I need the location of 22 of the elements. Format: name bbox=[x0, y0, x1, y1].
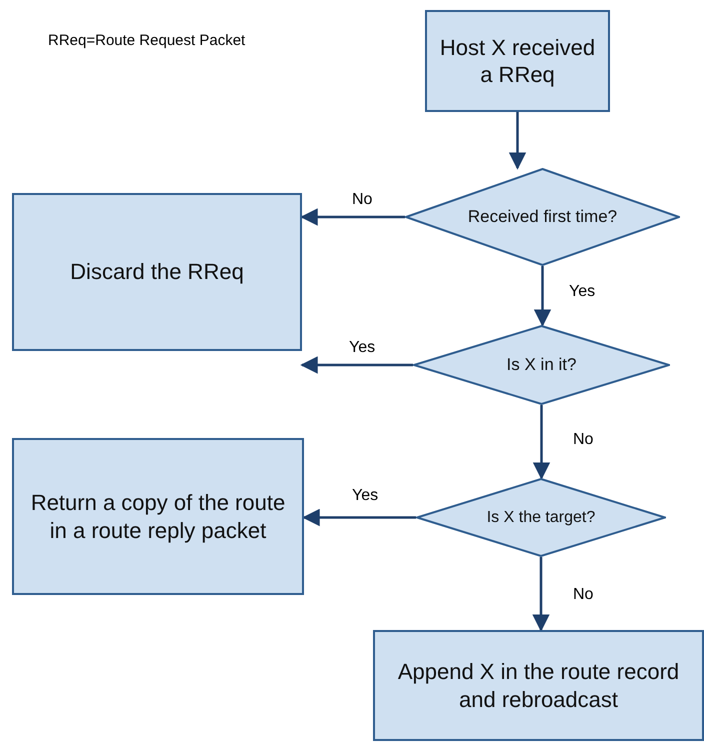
decision-diamond bbox=[405, 168, 680, 266]
arrow bbox=[532, 405, 550, 480]
node-text: Is X the target? bbox=[486, 508, 596, 528]
node-text: Return a copy of the route in a route reply packet bbox=[30, 489, 286, 544]
arrow bbox=[532, 557, 550, 632]
node-text: Received first time? bbox=[468, 206, 618, 228]
node-text: Host X received a RReq bbox=[439, 34, 596, 88]
node-text: Append X in the route record and rebroadcast bbox=[396, 658, 680, 713]
decision-diamond bbox=[416, 478, 666, 557]
arrow bbox=[302, 508, 416, 526]
arrow bbox=[300, 208, 405, 226]
process-box bbox=[425, 10, 610, 112]
process-box bbox=[373, 630, 704, 741]
decision-diamond bbox=[413, 325, 670, 405]
process-box bbox=[12, 193, 302, 351]
arrow bbox=[534, 266, 552, 327]
node-text: Discard the RReq bbox=[70, 258, 244, 286]
process-box bbox=[12, 438, 304, 595]
note-text: RReq=Route Request Packet bbox=[48, 31, 246, 51]
arrow bbox=[300, 356, 413, 374]
node-text: Is X in it? bbox=[506, 354, 576, 376]
arrow bbox=[508, 112, 526, 170]
